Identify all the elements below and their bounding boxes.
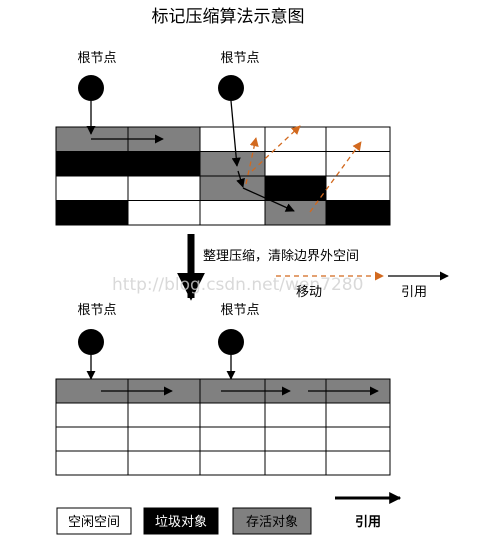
heap-cell-free [199,402,266,428]
heap-cell-garbage [55,151,129,177]
legend-garbage-label: 垃圾对象 [155,515,207,530]
heap-cell-free [264,450,327,476]
heap-cell-free [55,402,129,428]
heap-cell-alive [199,151,266,177]
reference-arrow [242,187,295,212]
heap-cell-free [264,402,327,428]
root-node [78,75,104,101]
references-before [86,100,295,212]
heap-before-compaction [55,126,391,226]
heap-cell-free [127,175,201,201]
root-node [78,329,104,355]
heap-cell-free [55,450,129,476]
legend-free-swatch [56,507,132,535]
root-node-label: 根节点 [77,303,116,318]
heap-cell-free [325,151,391,177]
heap-cell-alive [199,175,266,201]
move-arrow [245,137,259,185]
heap-cell-free [199,200,266,226]
move-arrows [245,125,362,213]
references-after [86,355,379,396]
heap-cell-free [199,450,266,476]
heap-cell-free [55,175,129,201]
heap-cell-free [264,151,327,177]
root-node-label: 根节点 [220,303,259,318]
reference-arrow [230,100,241,167]
legend-free-label: 空闲空间 [68,515,120,530]
heap-cell-garbage [325,200,391,226]
root-node [218,75,244,101]
heap-cell-free [55,426,129,452]
heap-cell-garbage [55,200,129,226]
heap-cell-free [127,426,201,452]
root-node [218,329,244,355]
heap-cell-alive [264,200,327,226]
heap-cell-free [325,126,391,152]
heap-after-compaction [55,378,391,476]
root-node-label: 根节点 [220,51,259,66]
root-node-label: 根节点 [77,51,116,66]
move-arrow [251,125,301,172]
heap-cell-free [325,402,391,428]
heap-cell-free [325,175,391,201]
heap-cell-free [199,426,266,452]
legend-garbage-swatch [143,507,219,535]
watermark: http://blog.csdn.net/wen7280 [112,275,363,295]
heap-cell-free [264,426,327,452]
heap-cell-free [127,200,201,226]
heap-cell-free [325,426,391,452]
legend: 空闲空间 垃圾对象 存活对象 引用 [56,492,402,535]
transition-text: 整理压缩，清除边界外空间 [203,248,359,264]
heap-cell-free [325,450,391,476]
heap-cell-garbage [264,175,327,201]
heap-cell-free [264,126,327,152]
ref-legend-label: 引用 [401,285,427,300]
move-arrow [309,141,362,213]
heap-cell-free [127,402,201,428]
legend-ref-label: 引用 [355,515,381,530]
legend-alive-label: 存活对象 [246,515,298,530]
diagram-title: 标记压缩算法示意图 [152,7,305,27]
reference-arrow [236,170,245,188]
legend-alive-swatch [232,507,312,535]
heap-cell-free [127,450,201,476]
move-legend-label: 移动 [296,285,322,300]
heap-cell-garbage [127,151,201,177]
